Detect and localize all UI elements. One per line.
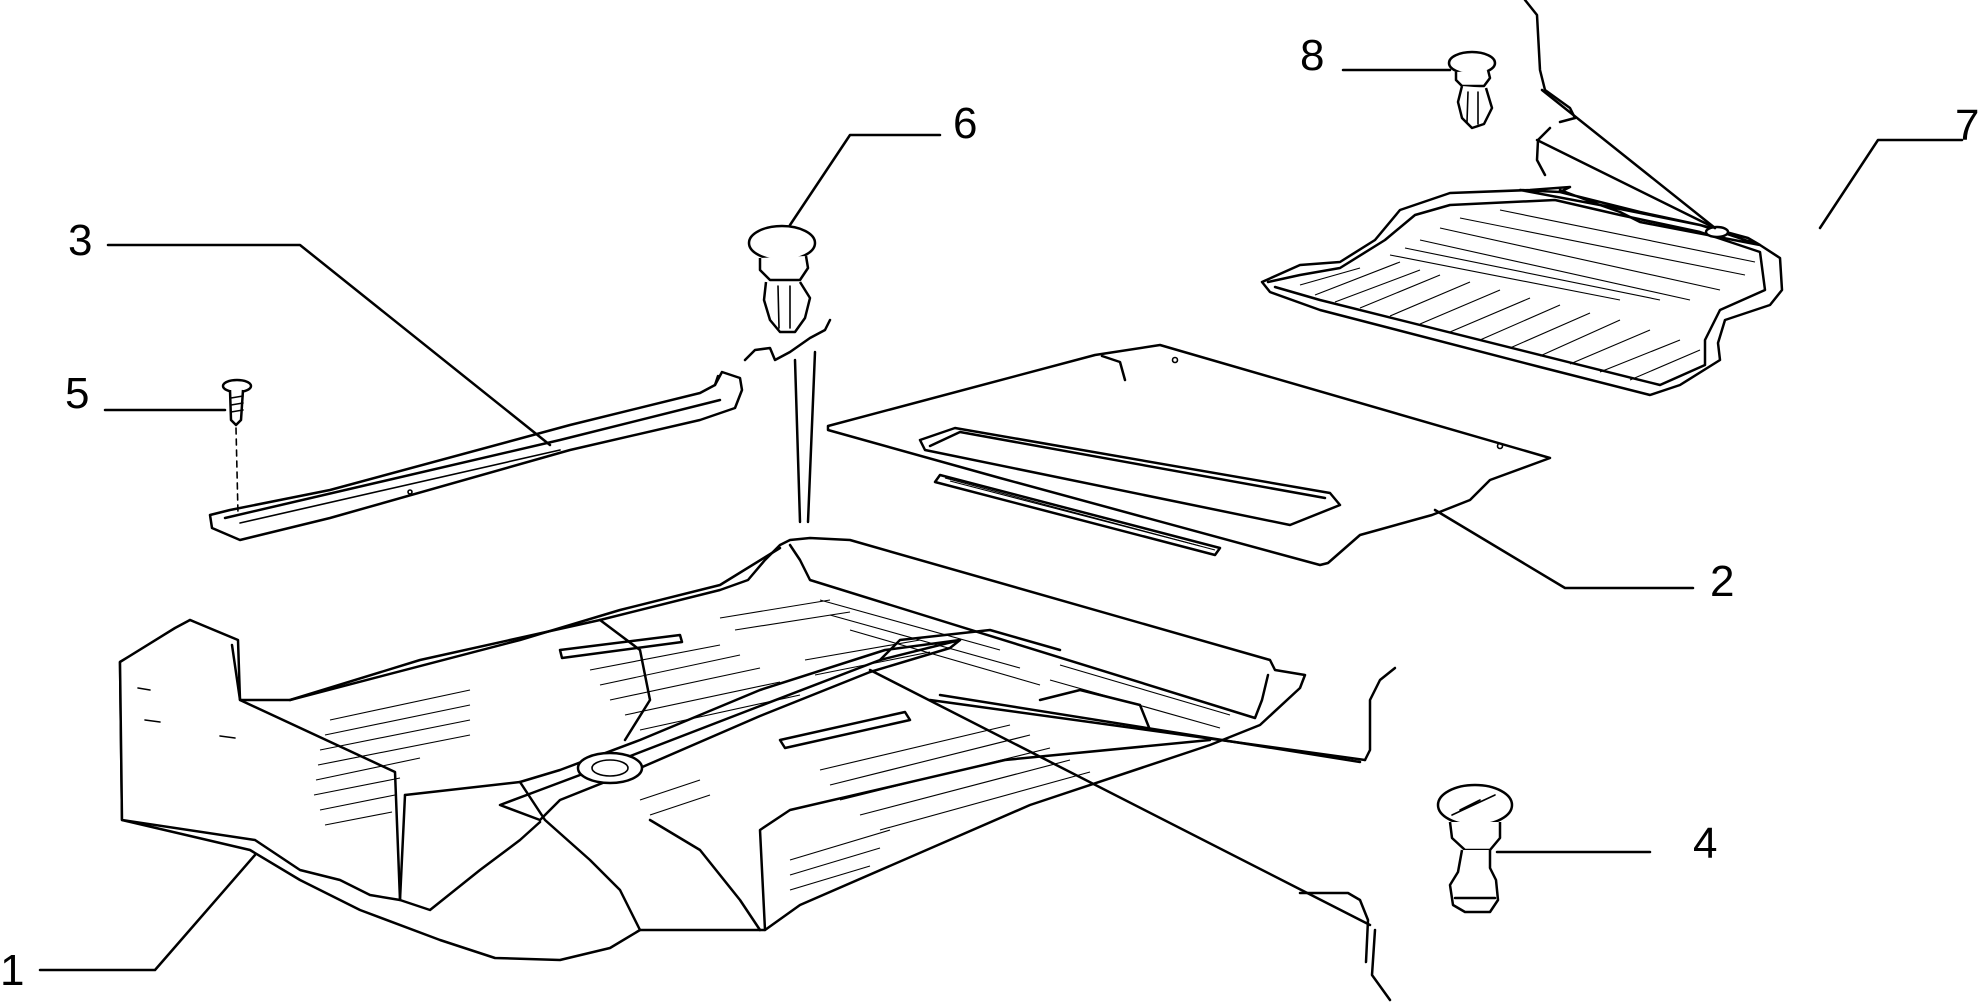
part-2-trunk-panel: [826, 343, 1552, 567]
part-7-rubber-mat: [1260, 185, 1784, 397]
callout-5: 5: [65, 369, 89, 418]
leader-1: [38, 853, 257, 972]
leader-2: [1433, 508, 1695, 590]
callout-3: 3: [68, 216, 92, 265]
leader-lines: [38, 68, 1964, 972]
callout-labels: 1 2 3 4 5 6 7 8: [0, 31, 1979, 995]
leader-6: [788, 133, 942, 227]
part-6-push-rivet: [747, 224, 817, 334]
leader-3: [106, 243, 552, 447]
callout-7: 7: [1955, 101, 1979, 150]
part-3-sill-strip: [208, 370, 744, 542]
callout-6: 6: [953, 99, 977, 148]
part-5-screw: [221, 378, 253, 515]
part-8-retainer-clip: [1447, 50, 1497, 130]
leader-7: [1818, 138, 1964, 230]
part-4-push-clip: [1436, 783, 1514, 914]
callout-4: 4: [1693, 819, 1717, 868]
part-1-floor-carpet: [118, 536, 1307, 962]
callout-8: 8: [1300, 31, 1324, 80]
detail-brackets: [743, 0, 1717, 1002]
callout-2: 2: [1710, 557, 1734, 606]
callout-1: 1: [0, 946, 24, 995]
